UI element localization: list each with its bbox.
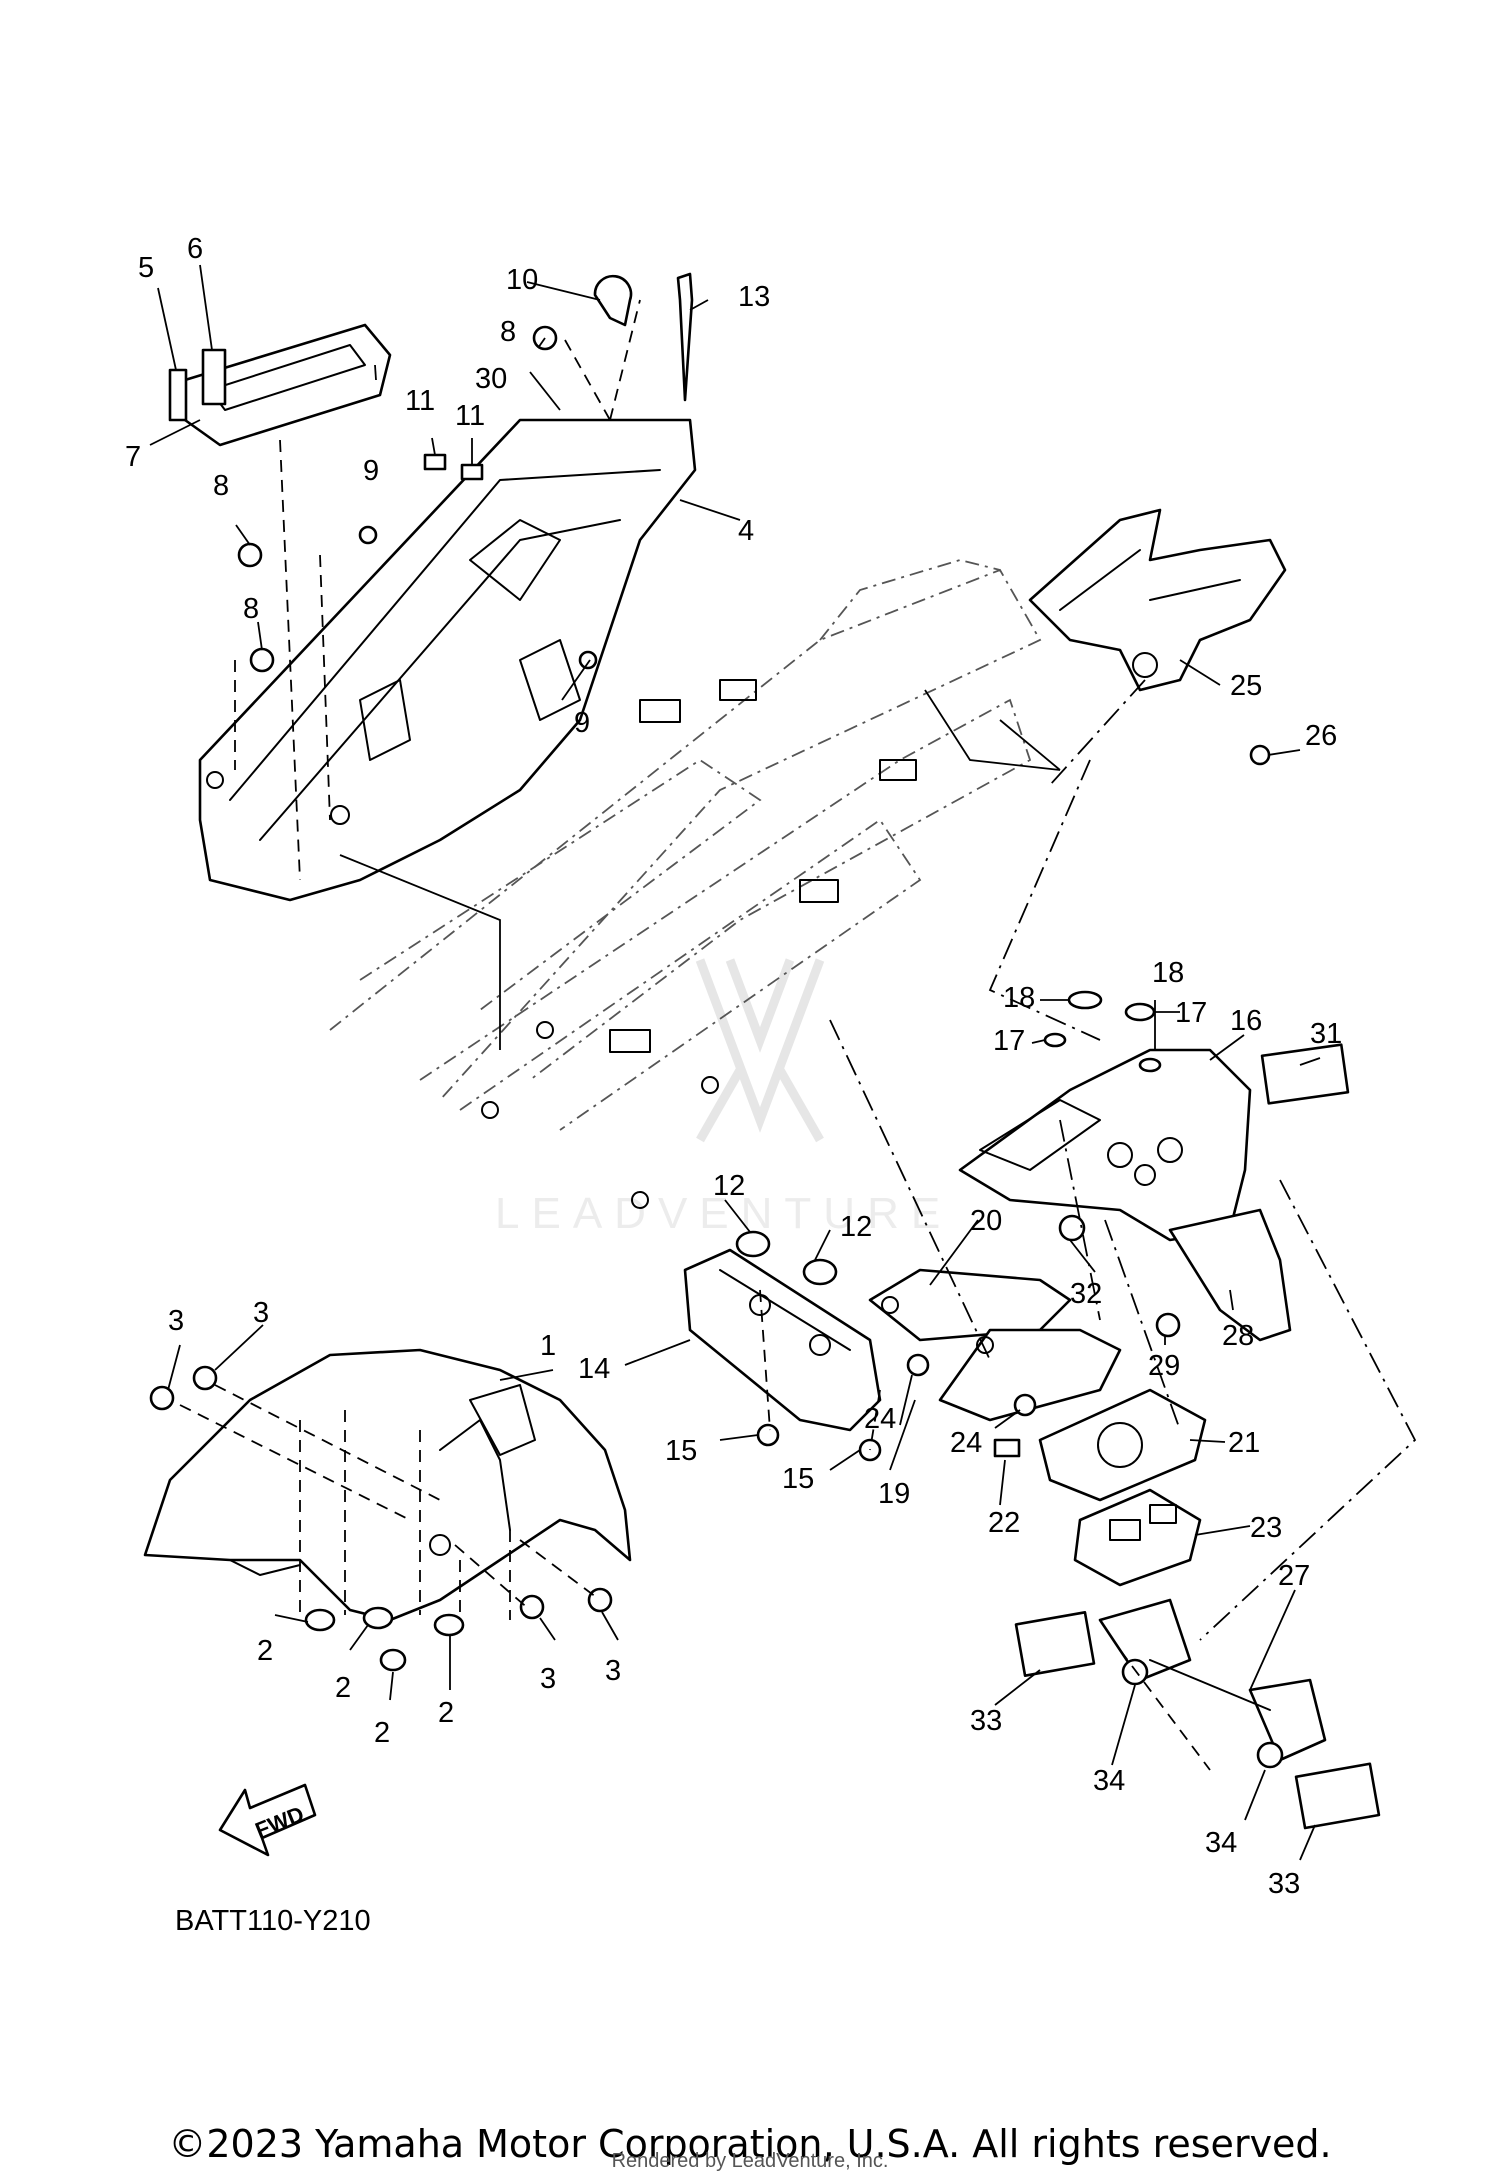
callout-30: 30 — [475, 363, 507, 395]
reflector-bracket — [1168, 1208, 1292, 1342]
callout-12: 12 — [840, 1211, 872, 1243]
callout-3: 3 — [605, 1655, 621, 1687]
callout-15: 15 — [782, 1463, 814, 1495]
gasket-23 — [1073, 1488, 1202, 1587]
screw-26 — [1249, 744, 1271, 766]
nuts-34 — [1121, 1658, 1284, 1769]
callout-8: 8 — [213, 470, 229, 502]
clips-11 — [423, 453, 484, 481]
callout-27: 27 — [1278, 1560, 1310, 1592]
grommets-12 — [735, 1230, 838, 1286]
callout-labels: 1 2 2 2 2 3 3 3 3 4 5 6 7 8 8 8 9 9 10 1… — [125, 233, 1342, 1900]
callout-1: 1 — [540, 1330, 556, 1362]
callout-3: 3 — [540, 1663, 556, 1695]
center-lines — [829, 679, 1417, 1641]
clamp — [593, 274, 633, 327]
pad-5 — [168, 368, 188, 422]
callout-6: 6 — [187, 233, 203, 265]
assembly-lines — [179, 299, 1211, 1771]
reflectors-33 — [1014, 1611, 1381, 1830]
callout-2: 2 — [438, 1697, 454, 1729]
callout-10: 10 — [506, 264, 538, 296]
callout-4: 4 — [738, 515, 754, 547]
callout-15: 15 — [665, 1435, 697, 1467]
front-fender — [143, 1348, 632, 1622]
callout-11: 11 — [405, 385, 435, 417]
callout-leaders — [149, 264, 1321, 1861]
callout-31: 31 — [1310, 1018, 1342, 1050]
nuts-9 — [358, 525, 598, 670]
callout-34: 34 — [1205, 1827, 1237, 1859]
callout-28: 28 — [1222, 1320, 1254, 1352]
license-light-lens — [1260, 1043, 1350, 1105]
rear-inner-fender — [198, 418, 697, 902]
callout-2: 2 — [257, 1635, 273, 1667]
bracket-19 — [938, 1328, 1122, 1422]
leadventure-watermark: LEADVENTURE — [495, 958, 952, 1238]
fwd-arrow-icon: FWD — [218, 1783, 317, 1857]
callout-34: 34 — [1093, 1765, 1125, 1797]
callout-24: 24 — [864, 1403, 896, 1435]
cable-tie — [676, 272, 694, 402]
nuts-29-32 — [1058, 1214, 1181, 1338]
callout-20: 20 — [970, 1205, 1002, 1237]
callout-11: 11 — [455, 400, 485, 432]
callout-8: 8 — [243, 593, 259, 625]
rear-frame — [329, 559, 1042, 1209]
callout-29: 29 — [1148, 1350, 1180, 1382]
callout-22: 22 — [988, 1507, 1020, 1539]
fender-stay — [683, 1248, 882, 1432]
callout-17: 17 — [1175, 997, 1207, 1029]
callout-25: 25 — [1230, 670, 1262, 702]
callout-2: 2 — [374, 1717, 390, 1749]
callout-3: 3 — [253, 1297, 269, 1329]
callout-3: 3 — [168, 1305, 184, 1337]
callout-9: 9 — [363, 455, 379, 487]
callout-24: 24 — [950, 1427, 982, 1459]
watermark-text: LEADVENTURE — [495, 1189, 952, 1238]
callout-2: 2 — [335, 1672, 351, 1704]
grommets-17-18 — [1043, 990, 1162, 1073]
callout-32: 32 — [1070, 1278, 1102, 1310]
callout-18: 18 — [1152, 957, 1184, 989]
callout-18: 18 — [1003, 982, 1035, 1014]
callout-16: 16 — [1230, 1005, 1262, 1037]
diagram-code: BATT110-Y210 — [175, 1905, 371, 1937]
callout-14: 14 — [578, 1353, 610, 1385]
callout-7: 7 — [125, 441, 141, 473]
nut-22 — [993, 1438, 1021, 1458]
callout-26: 26 — [1305, 720, 1337, 752]
callout-9: 9 — [574, 707, 590, 739]
callout-8: 8 — [500, 316, 516, 348]
plate-21 — [1038, 1388, 1207, 1502]
reflector-stay — [1098, 1598, 1327, 1762]
callout-17: 17 — [993, 1025, 1025, 1057]
callout-21: 21 — [1228, 1427, 1260, 1459]
callout-5: 5 — [138, 252, 154, 284]
callout-33: 33 — [970, 1705, 1002, 1737]
callout-23: 23 — [1250, 1512, 1282, 1544]
pad-6 — [201, 348, 227, 406]
bolts-3 — [149, 1365, 613, 1620]
rear-fender — [958, 1048, 1252, 1242]
bolts-8 — [237, 325, 558, 673]
copyright-notice: ©2023 Yamaha Motor Corporation, U.S.A. A… — [168, 2122, 1332, 2166]
callout-33: 33 — [1268, 1868, 1300, 1900]
rendered-by-note: Rendered by LeadVenture, Inc. — [611, 2150, 889, 2172]
bracket-20 — [868, 1268, 1072, 1342]
dampers-2 — [304, 1606, 465, 1672]
callout-13: 13 — [738, 281, 770, 313]
callout-19: 19 — [878, 1478, 910, 1510]
rear-cowling — [1028, 508, 1287, 692]
callout-12: 12 — [713, 1170, 745, 1202]
